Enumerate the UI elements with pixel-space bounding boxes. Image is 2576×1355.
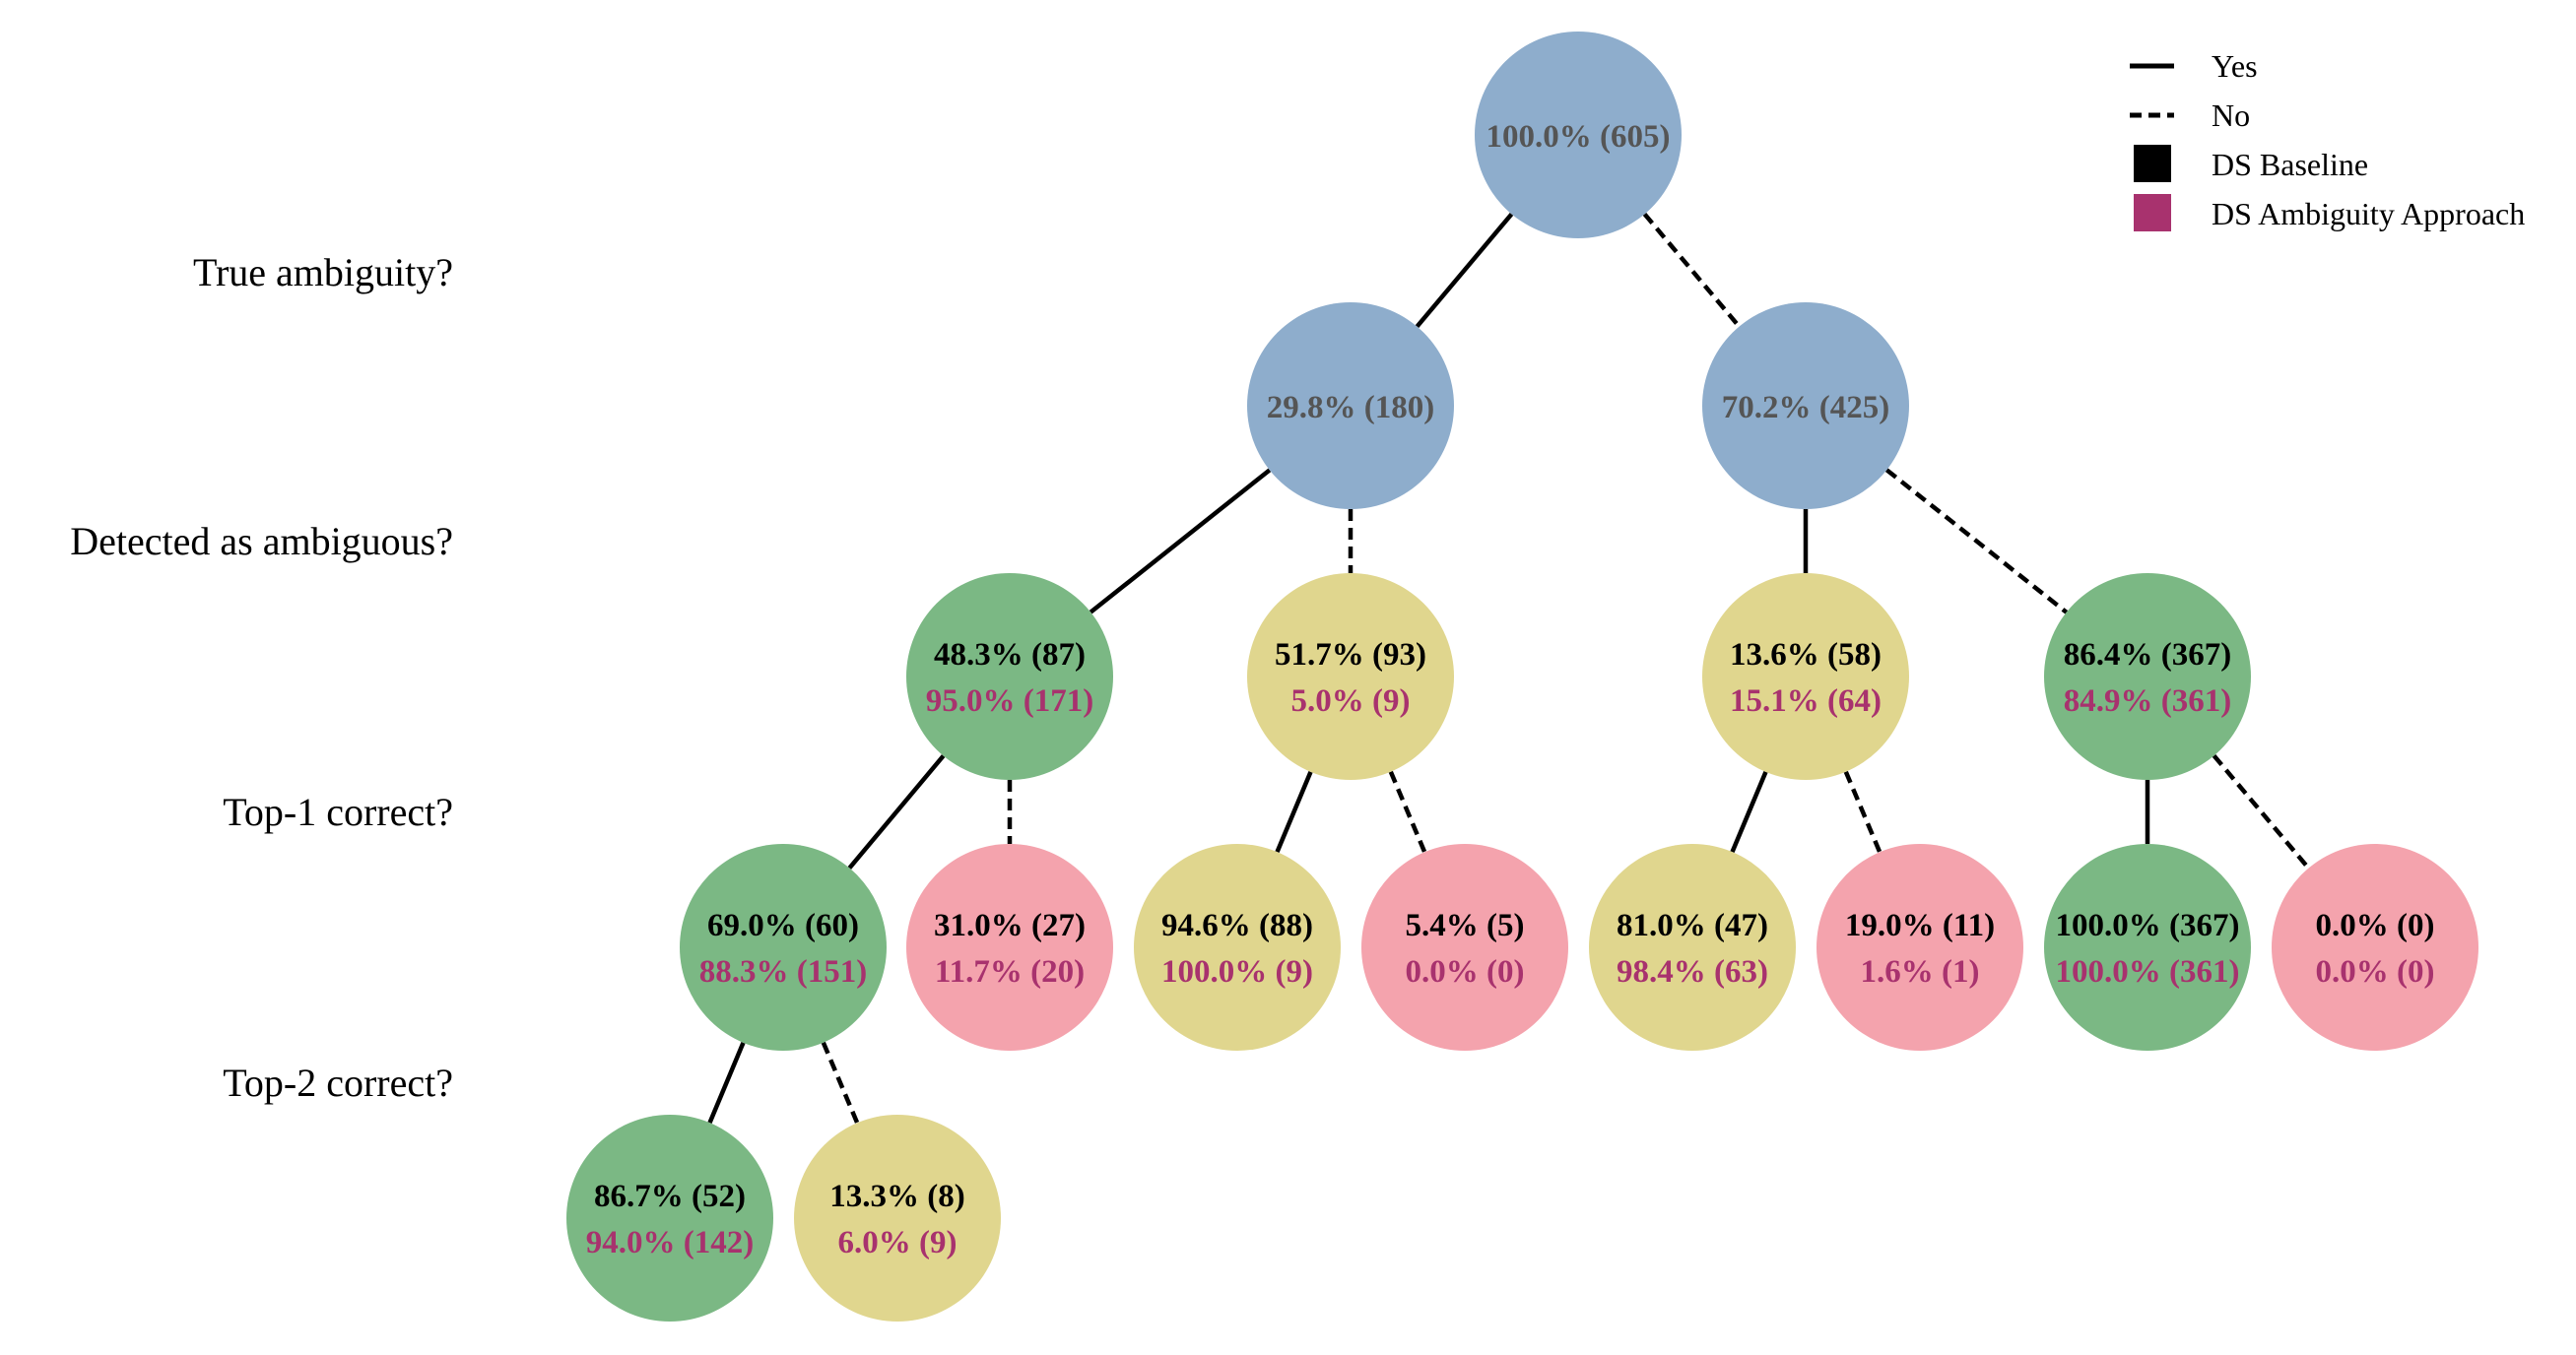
level-label-true-ambiguity: True ambiguity?: [193, 250, 453, 294]
edge-det-ny-to-t1-nyn: [1843, 770, 1882, 854]
node-baseline-value-det-yn: 51.7% (93): [1275, 637, 1426, 673]
node-circle-t2-n: [794, 1115, 1001, 1322]
edge-root-to-ta-yes: [1415, 212, 1514, 329]
node-circle-det-ny: [1702, 573, 1909, 780]
node-circle-t1-yyn: [906, 844, 1113, 1051]
legend-no-label: No: [2212, 97, 2250, 133]
node-t1-nyy: 81.0% (47) 98.4% (63): [1589, 844, 1796, 1051]
node-circle-det-yy: [906, 573, 1113, 780]
node-ambiguity-value-det-yy: 95.0% (171): [926, 683, 1093, 719]
node-circle-det-yn: [1247, 573, 1454, 780]
node-baseline-value-root: 100.0% (605): [1486, 119, 1671, 155]
legend-baseline-swatch: [2134, 145, 2171, 182]
node-ambiguity-value-t1-ynn: 0.0% (0): [1406, 954, 1525, 990]
node-det-ny: 13.6% (58) 15.1% (64): [1702, 573, 1909, 780]
node-ambiguity-value-t1-yyy: 88.3% (151): [699, 954, 867, 990]
edge-root-to-ta-no: [1642, 212, 1742, 329]
node-circle-t2-y: [566, 1115, 773, 1322]
node-circle-t1-yyy: [680, 844, 887, 1051]
node-baseline-value-ta-no: 70.2% (425): [1722, 390, 1889, 425]
node-baseline-value-t1-yny: 94.6% (88): [1161, 908, 1313, 943]
node-root: 100.0% (605): [1475, 32, 1682, 238]
node-ambiguity-value-t1-nyy: 98.4% (63): [1617, 954, 1768, 990]
node-ambiguity-value-det-yn: 5.0% (9): [1291, 683, 1411, 719]
edge-det-yn-to-t1-yny: [1275, 771, 1313, 853]
tree-edges: [707, 212, 2311, 1125]
legend-baseline-label: DS Baseline: [2212, 147, 2368, 182]
level-label-detected-ambiguous: Detected as ambiguous?: [70, 519, 453, 563]
node-t1-nnn: 0.0% (0) 0.0% (0): [2272, 844, 2478, 1051]
legend: Yes No DS Baseline DS Ambiguity Approach: [2130, 48, 2525, 231]
legend-ambiguity-swatch: [2134, 194, 2171, 231]
edge-det-ny-to-t1-nyy: [1730, 771, 1768, 853]
edge-t1-yyy-to-t2-y: [707, 1042, 746, 1124]
tree-nodes: 100.0% (605) 29.8% (180) 70.2% (425) 48.3% …: [566, 32, 2478, 1322]
edge-det-yn-to-t1-ynn: [1388, 770, 1427, 854]
node-circle-t1-nny: [2044, 844, 2251, 1051]
node-ambiguity-value-det-nn: 84.9% (361): [2064, 683, 2231, 719]
edge-ta-no-to-det-nn: [1884, 468, 2069, 614]
node-baseline-value-t1-nny: 100.0% (367): [2056, 908, 2240, 943]
node-baseline-value-t1-ynn: 5.4% (5): [1406, 908, 1525, 943]
node-ambiguity-value-t1-yyn: 11.7% (20): [935, 954, 1085, 990]
node-t2-n: 13.3% (8) 6.0% (9): [794, 1115, 1001, 1322]
node-circle-t1-nnn: [2272, 844, 2478, 1051]
node-ambiguity-value-t2-y: 94.0% (142): [586, 1225, 754, 1260]
level-label-top2-correct: Top-2 correct?: [223, 1061, 453, 1105]
legend-ambiguity-label: DS Ambiguity Approach: [2212, 196, 2525, 231]
node-t1-yyn: 31.0% (27) 11.7% (20): [906, 844, 1113, 1051]
node-ambiguity-value-t2-n: 6.0% (9): [838, 1225, 958, 1260]
edge-ta-yes-to-det-yy: [1089, 468, 1272, 614]
node-ta-no: 70.2% (425): [1702, 302, 1909, 509]
node-baseline-value-t1-yyn: 31.0% (27): [934, 908, 1086, 943]
node-circle-det-nn: [2044, 573, 2251, 780]
node-baseline-value-det-ny: 13.6% (58): [1730, 637, 1882, 673]
node-circle-ta-yes: [1247, 302, 1454, 509]
node-baseline-value-det-nn: 86.4% (367): [2064, 637, 2231, 673]
node-ambiguity-value-det-ny: 15.1% (64): [1730, 683, 1882, 719]
node-t1-yny: 94.6% (88) 100.0% (9): [1134, 844, 1341, 1051]
node-det-nn: 86.4% (367) 84.9% (361): [2044, 573, 2251, 780]
node-ambiguity-value-t1-nyn: 1.6% (1): [1861, 954, 1980, 990]
node-ambiguity-value-t1-nnn: 0.0% (0): [2316, 954, 2435, 990]
node-det-yn: 51.7% (93) 5.0% (9): [1247, 573, 1454, 780]
node-ambiguity-value-t1-nny: 100.0% (361): [2056, 954, 2240, 990]
edge-t1-yyy-to-t2-n: [821, 1041, 860, 1125]
node-t1-nyn: 19.0% (11) 1.6% (1): [1816, 844, 2023, 1051]
node-baseline-value-t1-nyn: 19.0% (11): [1845, 908, 1995, 943]
node-t1-yyy: 69.0% (60) 88.3% (151): [680, 844, 887, 1051]
node-circle-t1-nyy: [1589, 844, 1796, 1051]
node-t2-y: 86.7% (52) 94.0% (142): [566, 1115, 773, 1322]
node-circle-t1-nyn: [1816, 844, 2023, 1051]
node-circle-ta-no: [1702, 302, 1909, 509]
node-baseline-value-det-yy: 48.3% (87): [934, 637, 1086, 673]
level-label-top1-correct: Top-1 correct?: [223, 790, 453, 834]
legend-yes-label: Yes: [2212, 48, 2258, 84]
node-det-yy: 48.3% (87) 95.0% (171): [906, 573, 1113, 780]
node-baseline-value-t2-n: 13.3% (8): [829, 1179, 964, 1214]
edge-det-yy-to-t1-yyy: [847, 754, 946, 870]
node-baseline-value-t1-yyy: 69.0% (60): [707, 908, 859, 943]
node-t1-nny: 100.0% (367) 100.0% (361): [2044, 844, 2251, 1051]
node-circle-t1-yny: [1134, 844, 1341, 1051]
node-ta-yes: 29.8% (180): [1247, 302, 1454, 509]
node-t1-ynn: 5.4% (5) 0.0% (0): [1361, 844, 1568, 1051]
node-baseline-value-t1-nyy: 81.0% (47): [1617, 908, 1768, 943]
level-labels: True ambiguity? Detected as ambiguous? T…: [70, 250, 453, 1105]
node-baseline-value-t1-nnn: 0.0% (0): [2316, 908, 2435, 943]
edge-det-nn-to-t1-nnn: [2212, 753, 2311, 871]
node-ambiguity-value-t1-yny: 100.0% (9): [1161, 954, 1313, 990]
node-baseline-value-ta-yes: 29.8% (180): [1267, 390, 1434, 425]
node-circle-t1-ynn: [1361, 844, 1568, 1051]
node-circle-root: [1475, 32, 1682, 238]
node-baseline-value-t2-y: 86.7% (52): [594, 1179, 746, 1214]
